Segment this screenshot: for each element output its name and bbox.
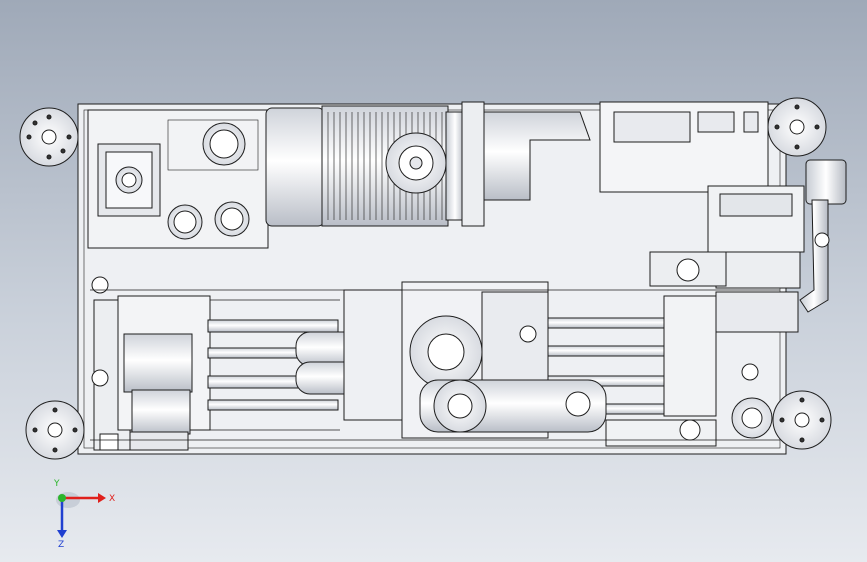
wheel-top-left: [19, 107, 79, 167]
wheel-bottom-left: [25, 400, 85, 460]
z-axis-arrowhead: [57, 530, 67, 538]
left-pump-block: [91, 276, 211, 451]
x-axis-label: X: [109, 494, 115, 504]
right-pump-block: [605, 251, 799, 447]
electrical-cabinet: [599, 101, 847, 313]
hydraulic-cylinders: [295, 281, 607, 439]
wheel-top-right: [767, 97, 827, 157]
x-axis-arrowhead: [98, 493, 106, 503]
base-rails: [90, 289, 780, 441]
electric-motor: [265, 101, 591, 227]
z-axis-label: Z: [58, 540, 64, 548]
gearbox-housing: [87, 109, 269, 249]
axis-triad: X Y Z: [53, 479, 115, 548]
caster-wheels: [19, 97, 832, 460]
y-axis-label: Y: [53, 479, 60, 489]
wheel-bottom-right: [772, 390, 832, 450]
y-axis-arrow: [58, 494, 66, 502]
plunger-rods: [207, 317, 676, 415]
